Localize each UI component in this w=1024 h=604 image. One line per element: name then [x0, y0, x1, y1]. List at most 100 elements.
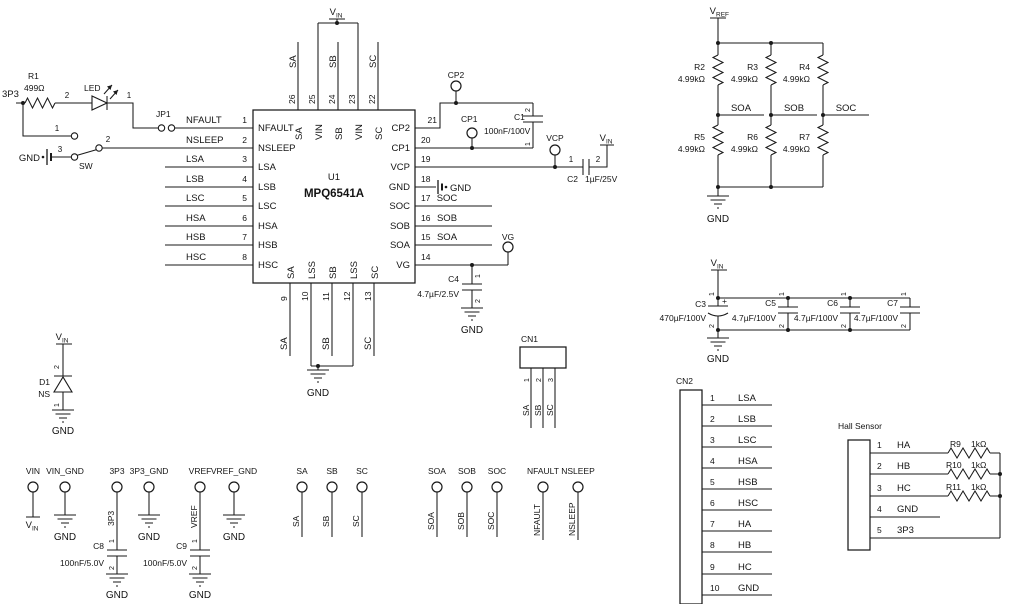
net-label-sc: SC [545, 404, 555, 416]
pin-number: 8 [710, 540, 715, 550]
net-label-sob: SOB [437, 213, 457, 224]
gnd-label: GND [54, 532, 76, 543]
net-label: LSB [738, 414, 756, 425]
pin-number: 1 [841, 292, 848, 296]
diode-d1-circuit: V IN 2 1 D1 NS GND [38, 332, 74, 437]
jp1-pin-circle [157, 124, 166, 132]
testpoint-circle [194, 481, 206, 493]
value-c4: 4.7µF/2.5V [417, 289, 459, 299]
net-label-sc: SC [363, 337, 374, 350]
value-c6: 4.7µF/100V [794, 313, 838, 323]
ic-pin-name: LSA [258, 162, 277, 173]
value-r10: 1kΩ [971, 460, 986, 470]
net-label-hc: HC [897, 483, 911, 494]
gnd-label: GND [707, 354, 729, 365]
ic-refdes: U1 [328, 172, 340, 183]
refdes-c5: C5 [765, 298, 776, 308]
junction-dot [444, 185, 448, 189]
pin-number: 1 [569, 155, 574, 164]
refdes-r9: R9 [950, 439, 961, 449]
pin-number: 14 [421, 252, 431, 262]
pin-number: 10 [300, 291, 310, 301]
pin-number: 1 [525, 142, 532, 146]
testpoint-label: VIN [26, 466, 40, 476]
net-label-sc: SC [351, 515, 361, 527]
resistor-r11 [947, 489, 991, 503]
wire [415, 91, 614, 308]
net-label-lsb: LSB [186, 174, 204, 185]
jp1-pin-circle [167, 124, 176, 132]
ic-pin-name: HSB [258, 240, 278, 251]
pin-number: 11 [321, 292, 331, 301]
ic-u1: NFAULT NSLEEP LSA LSB LSC HSA HSB HSC CP… [252, 109, 416, 284]
resistor-r7 [816, 124, 830, 156]
connector-cn2: CN2 1 LSA 2 LSB 3 LSC 4 HSA 5 HSB 6 HSC … [676, 376, 772, 604]
pin-number: 17 [421, 193, 431, 203]
power-flag-vin-sub: IN [32, 526, 39, 533]
net-label-3p3: 3P3 [897, 525, 914, 536]
power-flag-vin-sub: IN [336, 13, 343, 20]
value-c3: 470µF/100V [660, 313, 707, 323]
refdes-r4: R4 [799, 62, 810, 72]
pin-number: 2 [109, 566, 116, 570]
wire [16, 102, 253, 158]
testpoint-circle [59, 481, 71, 493]
junction-dot [998, 494, 1002, 498]
sw-pin2-circle [95, 144, 103, 152]
value-r9: 1kΩ [971, 439, 986, 449]
resistor-r4 [816, 54, 830, 86]
testpoint-cp1 [466, 127, 478, 139]
pin-number: 20 [421, 135, 431, 145]
ic-pin-name: CP2 [392, 123, 410, 134]
net-label: HSC [738, 498, 758, 509]
led-jumper-switch-circuit: 3P3 R1 499Ω 2 LED 1 1 3 2 GND SW JP1 [2, 71, 253, 171]
pin-number: 1 [475, 274, 482, 278]
junction-dot [716, 113, 720, 117]
refdes-c8: C8 [93, 541, 104, 551]
pin-number: 2 [709, 324, 716, 328]
net-label-soa: SOA [731, 103, 752, 114]
wire [289, 283, 375, 370]
diode-d1 [53, 375, 73, 393]
net-label-lsa: LSA [186, 154, 205, 165]
net-label-lsc: LSC [186, 193, 205, 204]
wire [702, 404, 772, 596]
earth-ground [707, 337, 729, 351]
junction-dot [470, 263, 474, 267]
junction-dot [821, 113, 825, 117]
value-d1: NS [38, 389, 50, 399]
ic-pin-name: SOC [389, 201, 410, 212]
junction-dot [786, 296, 790, 300]
pin-number: 16 [421, 213, 431, 223]
net-label-sb: SB [321, 337, 332, 350]
pin-number: 2 [596, 155, 601, 164]
pin-number: 25 [307, 94, 317, 104]
pin-number: 3 [242, 154, 247, 164]
sw-pin3-circle [70, 153, 79, 161]
testpoint-label: NFAULT [527, 466, 559, 476]
value-c1: 100nF/100V [484, 126, 531, 136]
gnd-label: GND [106, 590, 128, 601]
pin-number: 9 [279, 296, 289, 301]
wire [530, 368, 556, 428]
ic-pin-name: SB [334, 127, 345, 140]
value-r5: 4.99kΩ [678, 144, 705, 154]
net-label: HB [738, 540, 751, 551]
refdes-r2: R2 [694, 62, 705, 72]
resistor-r9 [947, 446, 991, 460]
testpoint-circle [356, 481, 368, 493]
net-label-sb: SB [321, 515, 331, 527]
testpoint-label: 3P3_GND [130, 466, 169, 476]
junction-dot [848, 328, 852, 332]
gnd-label: GND [19, 153, 40, 164]
testpoint-label: SA [296, 466, 308, 476]
wire [707, 269, 920, 338]
ic-pin-name: SOA [390, 240, 411, 251]
pin-number: 2 [779, 324, 786, 328]
power-flag-vref-sub: REF [716, 12, 729, 19]
pin-number: 1 [877, 440, 882, 450]
net-label-sb: SB [533, 404, 543, 416]
ic-pin-name: LSB [258, 182, 276, 193]
gnd-label: GND [707, 214, 729, 225]
testpoint-label: SOA [428, 466, 446, 476]
